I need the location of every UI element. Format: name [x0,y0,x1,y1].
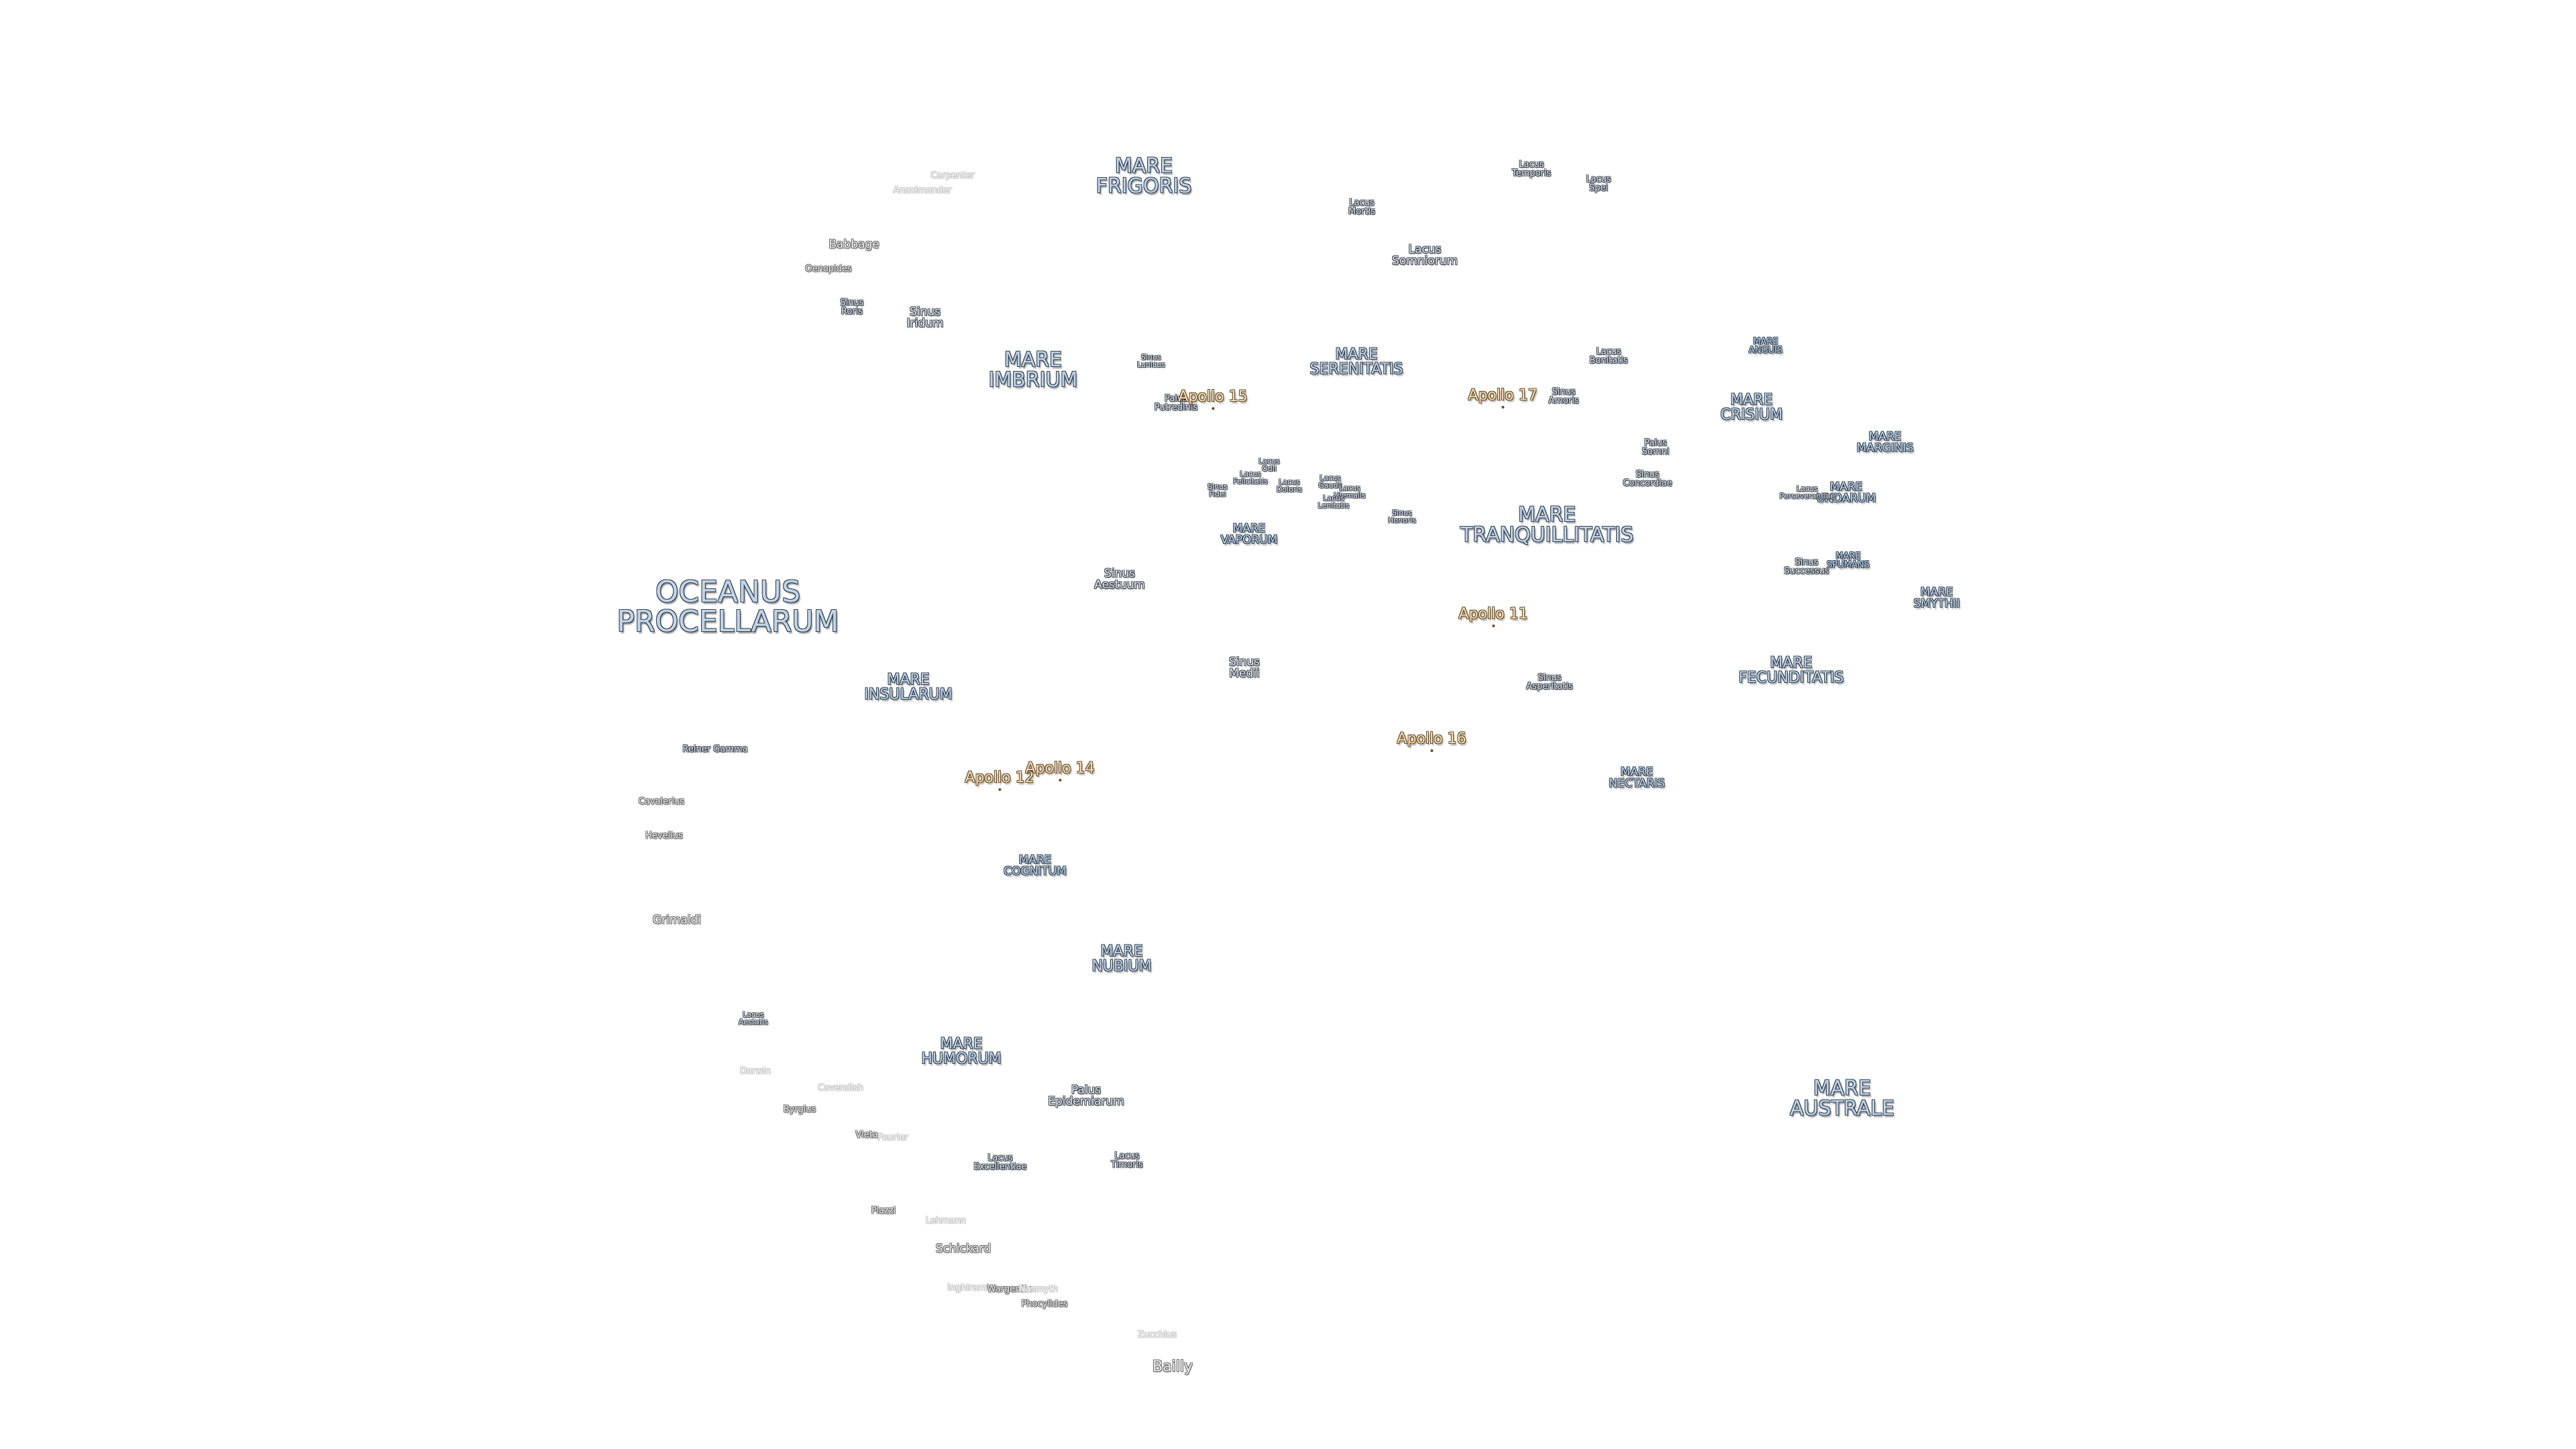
label-crater-inghirami: Inghirami [947,1283,989,1293]
label-apollo-16: Apollo 16 [1397,731,1466,752]
label-sinus-lunicus: Sinus Lunicus [1137,353,1165,369]
label-palus-somni: Palus Somni [1642,438,1670,457]
label-lacus-doloris: Lacus Doloris [1276,478,1303,494]
label-mare-spumans: MARE SPUMANS [1827,551,1870,570]
label-apollo-14: Apollo 14 [1025,760,1095,782]
label-lacus-odii: Lacus Odii [1258,457,1280,473]
label-mare-crisium: MARE CRISIUM [1720,392,1783,423]
label-apollo-12: Apollo 12 [965,769,1034,791]
label-sinus-roris: Sinus Roris [840,298,864,317]
label-crater-oenopides: Oenopides [805,264,852,274]
label-mare-cognitum: MARE COGNITUM [1004,853,1067,878]
label-mare-australe: MARE AUSTRALE [1790,1077,1894,1120]
label-mare-imbrium: MARE IMBRIUM [988,348,1078,392]
label-apollo-15: Apollo 15 [1178,388,1248,410]
label-sinus-asperitatis: Sinus Asperitatis [1526,673,1573,692]
label-crater-wargentin: Wargentin [987,1284,1032,1295]
label-palus-putredinis: Palus Putredinis [1154,394,1198,413]
label-lacus-mortis: Lacus Mortis [1348,198,1375,217]
label-reiner-gamma: Reiner Gamma [682,744,748,755]
label-lacus-temporis: Lacus Temporis [1511,160,1552,178]
label-mare-serenitatis: MARE SERENITATIS [1309,346,1403,378]
label-sinus-iridum: Sinus Iridum [906,305,944,330]
label-crater-phocylides: Phocylides [1021,1299,1068,1309]
label-crater-cavalerius: Cavalerius [638,796,685,807]
label-sinus-concordiae: Sinus Concordiae [1623,470,1672,488]
label-mare-fecunditatis: MARE FECUNDITATIS [1738,655,1844,686]
label-crater-piazzi: Piazzi [871,1205,896,1216]
label-mare-frigoris: MARE FRIGORIS [1095,154,1192,198]
label-crater-byrgius: Byrgius [783,1104,816,1115]
label-sinus-successus: Sinus Successus [1784,557,1829,576]
label-mare-smythii: MARE SMYTHII [1913,586,1960,610]
label-apollo-17: Apollo 17 [1468,387,1538,409]
label-sinus-amoris: Sinus Amoris [1548,387,1579,406]
label-crater-zucchius: Zucchius [1137,1330,1177,1340]
label-lacus-perseverantiae: Lacus Perseverantiae [1779,484,1835,500]
label-crater-cavendish: Cavendish [818,1083,863,1093]
label-crater-bailly: Bailly [1152,1358,1193,1375]
label-crater-schickard: Schickard [935,1242,991,1256]
label-crater-babbage: Babbage [828,237,879,252]
label-lacus-gaudii: Lacus Gaudii [1318,474,1342,490]
label-crater-nasmyth: Nasmyth [1018,1284,1059,1295]
label-crater-fourier: Fourier [877,1132,908,1143]
label-mare-humorum: MARE HUMORUM [921,1036,1002,1067]
label-mare-insularum: MARE INSULARUM [864,672,953,703]
label-lacus-excellentiae: Lacus Excellentiae [973,1153,1027,1172]
label-lacus-bonitatis: Lacus Bonitatis [1589,347,1628,366]
label-crater-anaximander: Anaximander [893,185,952,196]
label-mare-nectaris: MARE NECTARIS [1609,765,1665,790]
label-sinus-honoris: Sinus Honoris [1387,508,1417,525]
label-sinus-fidei: Sinus Fidei [1208,482,1228,498]
label-sinus-aestuum: Sinus Aestuum [1094,567,1145,592]
label-crater-vieta: Vieta [855,1130,878,1140]
label-crater-carpenter: Carpenter [930,170,975,181]
label-mare-anguis: MARE ANGUIS [1748,337,1783,356]
label-crater-darwin: Darwin [740,1066,771,1077]
label-lacus-aestatis: Lacus Aestatis [739,1010,768,1026]
label-apollo-11: Apollo 11 [1458,606,1528,627]
label-mare-tranquillitatis: MARE TRANQUILLITATIS [1460,503,1634,547]
label-lacus-somniorum: Lacus Somniorum [1392,243,1458,268]
label-mare-vaporum: MARE VAPORUM [1220,522,1278,547]
label-crater-grimaldi: Grimaldi [652,913,702,927]
label-crater-hevelius: Hevelius [645,830,683,841]
label-oceanus-procellarum: OCEANUS PROCELLARUM [616,575,839,639]
label-lacus-spei: Lacus Spei [1586,174,1611,193]
label-mare-undarum: MARE UNDARUM [1816,480,1876,505]
label-lacus-timoris: Lacus Timoris [1111,1151,1143,1170]
label-palus-epidemiarum: Palus Epidemiarum [1048,1083,1124,1108]
label-mare-marginis: MARE MARGINIS [1856,430,1914,455]
label-mare-nubium: MARE NUBIUM [1091,943,1152,975]
label-crater-lehmann: Lehmann [925,1216,967,1226]
label-lacus-lenitatis: Lacus Lenitatis [1318,494,1350,510]
label-sinus-medii: Sinus Medii [1229,655,1260,680]
label-lacus-hiemalis: Lacus Hiemalis [1334,484,1366,500]
label-lacus-felicitatis: Lacus Felicitatis [1233,470,1268,486]
